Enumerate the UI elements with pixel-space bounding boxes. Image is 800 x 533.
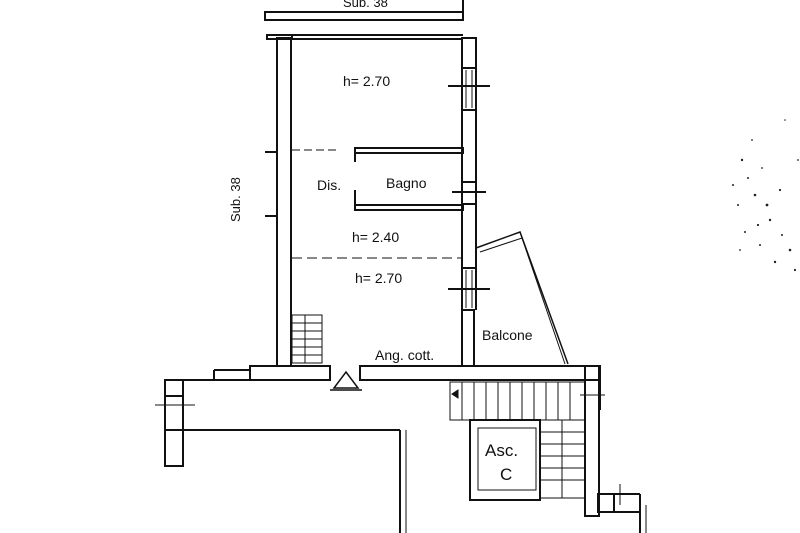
- balcony-label: Balcone: [482, 327, 533, 343]
- balcony: [475, 231, 569, 365]
- disimpegno-label: Dis.: [317, 177, 341, 193]
- landing-walls: [155, 369, 407, 533]
- height-corridor-label: h= 2.40: [352, 229, 399, 245]
- height-main-label: h= 2.70: [343, 73, 390, 89]
- kitchen-corner-label: Ang. cott.: [375, 347, 434, 363]
- height-living-label: h= 2.70: [355, 270, 402, 286]
- sub-side-label: Sub. 38: [228, 177, 243, 222]
- bathroom-walls: [292, 147, 464, 211]
- apartment-right-wall: [448, 37, 490, 367]
- top-neighbour-wall: [264, 0, 464, 21]
- entrance-door[interactable]: [330, 370, 362, 391]
- elevator-label-top: Asc.: [485, 441, 518, 460]
- apartment-bottom-wall: [249, 365, 601, 381]
- elevator-label-bottom: C: [500, 465, 512, 484]
- stair-right-wall: [580, 365, 647, 533]
- apartment-top-wall: [291, 34, 463, 40]
- elevator-shaft: [469, 419, 541, 501]
- sub-top-label: Sub. 38: [343, 0, 388, 10]
- internal-stairs: [291, 314, 323, 364]
- scan-noise: [732, 119, 799, 272]
- bathroom-label: Bagno: [386, 175, 427, 191]
- apartment-left-wall: [265, 34, 293, 367]
